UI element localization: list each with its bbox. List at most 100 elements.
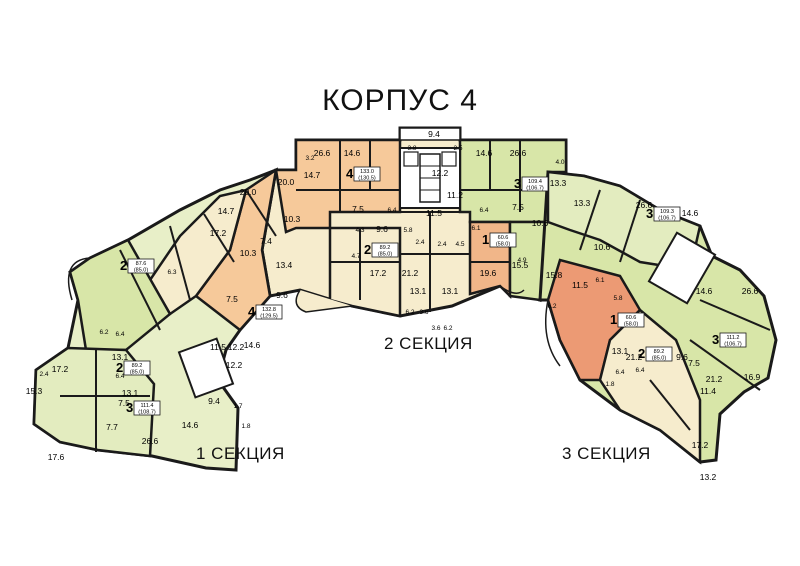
room-area: 7.5 [226, 294, 238, 304]
room-area: 4.0 [555, 159, 564, 166]
room-area: 12.2 [432, 168, 449, 178]
apartment-living-area: (106.7) [724, 342, 742, 348]
room-area: 6.4 [635, 367, 644, 374]
room-area: 9.4 [428, 129, 440, 139]
room-area: 2.4 [437, 241, 446, 248]
room-area: 14.6 [182, 420, 199, 430]
apartment-rooms: 2 [116, 360, 123, 375]
apartment-living-area: (108.7) [138, 410, 156, 416]
room-area: 6.2 [547, 303, 556, 310]
room-area: 4.5 [455, 241, 464, 248]
section-3-label: 3 СЕКЦИЯ [562, 444, 651, 463]
room-area: 13.4 [276, 260, 293, 270]
apartment-area: 132.8 [262, 307, 276, 313]
room-area: 10.3 [284, 214, 301, 224]
room-area: 9.6 [376, 224, 388, 234]
room-area: 13.3 [574, 198, 591, 208]
room-area: 4.9 [517, 257, 526, 264]
room-area: 14.6 [476, 148, 493, 158]
room-area: 9.6 [676, 352, 688, 362]
apartment-rooms: 2 [638, 346, 645, 361]
room-area: 1.7 [233, 403, 242, 410]
room-area: 2.4 [39, 371, 48, 378]
room-area: 17.6 [48, 452, 65, 462]
room-area: 17.2 [370, 268, 387, 278]
apartment-living-area: (85.0) [378, 252, 393, 258]
room-area: 14.6 [696, 286, 713, 296]
apartment-area: 109.4 [528, 179, 542, 185]
section-1-label: 1 СЕКЦИЯ [196, 444, 285, 463]
room-area: 9.4 [208, 396, 220, 406]
room-area: 13.1 [612, 346, 629, 356]
room-area: 6.4 [479, 207, 488, 214]
room-area: 10.6 [594, 242, 611, 252]
room-area: 6.2 [443, 325, 452, 332]
room-area: 26.6 [314, 148, 331, 158]
apartment-badge: 3 111.2(106.7) [712, 332, 747, 348]
apartment-area: 60.6 [498, 235, 509, 241]
room-area: 17.2 [52, 364, 69, 374]
apartment-rooms: 3 [126, 400, 133, 415]
room-area: 6.3 [167, 269, 176, 276]
room-area: 3.6 [419, 309, 428, 316]
apartment-area: 111.4 [141, 403, 154, 409]
apartment-badge: 3 111.4(108.7) [126, 400, 161, 416]
room-area: 26.6 [636, 200, 653, 210]
room-area: 6.1 [471, 225, 480, 232]
room-area: 13.1 [442, 286, 459, 296]
apartment-rooms: 3 [646, 206, 653, 221]
apartment-living-area: (58.0) [496, 242, 511, 248]
room-area: 6.1 [595, 277, 604, 284]
room-area: 5.8 [403, 227, 412, 234]
room-area: 14.6 [344, 148, 361, 158]
apartment-living-area: (85.0) [652, 356, 667, 362]
room-area: 3.6 [431, 325, 440, 332]
section-3-block [538, 170, 778, 465]
room-area: 20.0 [240, 187, 257, 197]
apartment-area: 133.0 [360, 169, 374, 175]
apartment-living-area: (58.0) [624, 322, 639, 328]
apartment-living-area: (85.0) [130, 370, 145, 376]
apartment-rooms: 3 [712, 332, 719, 347]
apartment-area: 60.6 [626, 315, 637, 321]
room-area: 12.2 [226, 360, 243, 370]
apartment-rooms: 4 [346, 166, 354, 181]
section-2-label: 2 СЕКЦИЯ [384, 334, 473, 353]
room-area: 6.4 [615, 369, 624, 376]
room-area: 19.6 [480, 268, 497, 278]
room-area: 11.5 [210, 342, 226, 352]
room-area: 14.6 [244, 340, 261, 350]
stair-core-s1 [177, 337, 235, 399]
room-area: 17.2 [210, 228, 227, 238]
room-area: 14.7 [218, 206, 235, 216]
room-area: 6.4 [115, 331, 124, 338]
room-area: 20.0 [278, 177, 295, 187]
room-area: 13.2 [700, 472, 717, 482]
apartment-area: 87.6 [136, 261, 147, 267]
apartment-rooms: 1 [610, 312, 617, 327]
apartment-rooms: 4 [248, 304, 256, 319]
room-area: 7.7 [106, 422, 118, 432]
room-area: 16.9 [744, 372, 761, 382]
room-area: 11.5 [426, 208, 442, 218]
room-area: 13.1 [122, 388, 139, 398]
room-area: 9.6 [276, 290, 288, 300]
stair-core-s3 [647, 231, 717, 305]
room-area: 14.7 [304, 170, 321, 180]
room-area: 15.3 [26, 386, 43, 396]
room-area: 26.6 [142, 436, 159, 446]
apartment-living-area: (106.7) [526, 186, 544, 192]
room-area: 7.5 [512, 202, 524, 212]
apartment-area: 111.2 [727, 335, 740, 341]
apartment-zone-yellow-s3 [598, 308, 702, 465]
room-area: 1.8 [241, 423, 250, 430]
